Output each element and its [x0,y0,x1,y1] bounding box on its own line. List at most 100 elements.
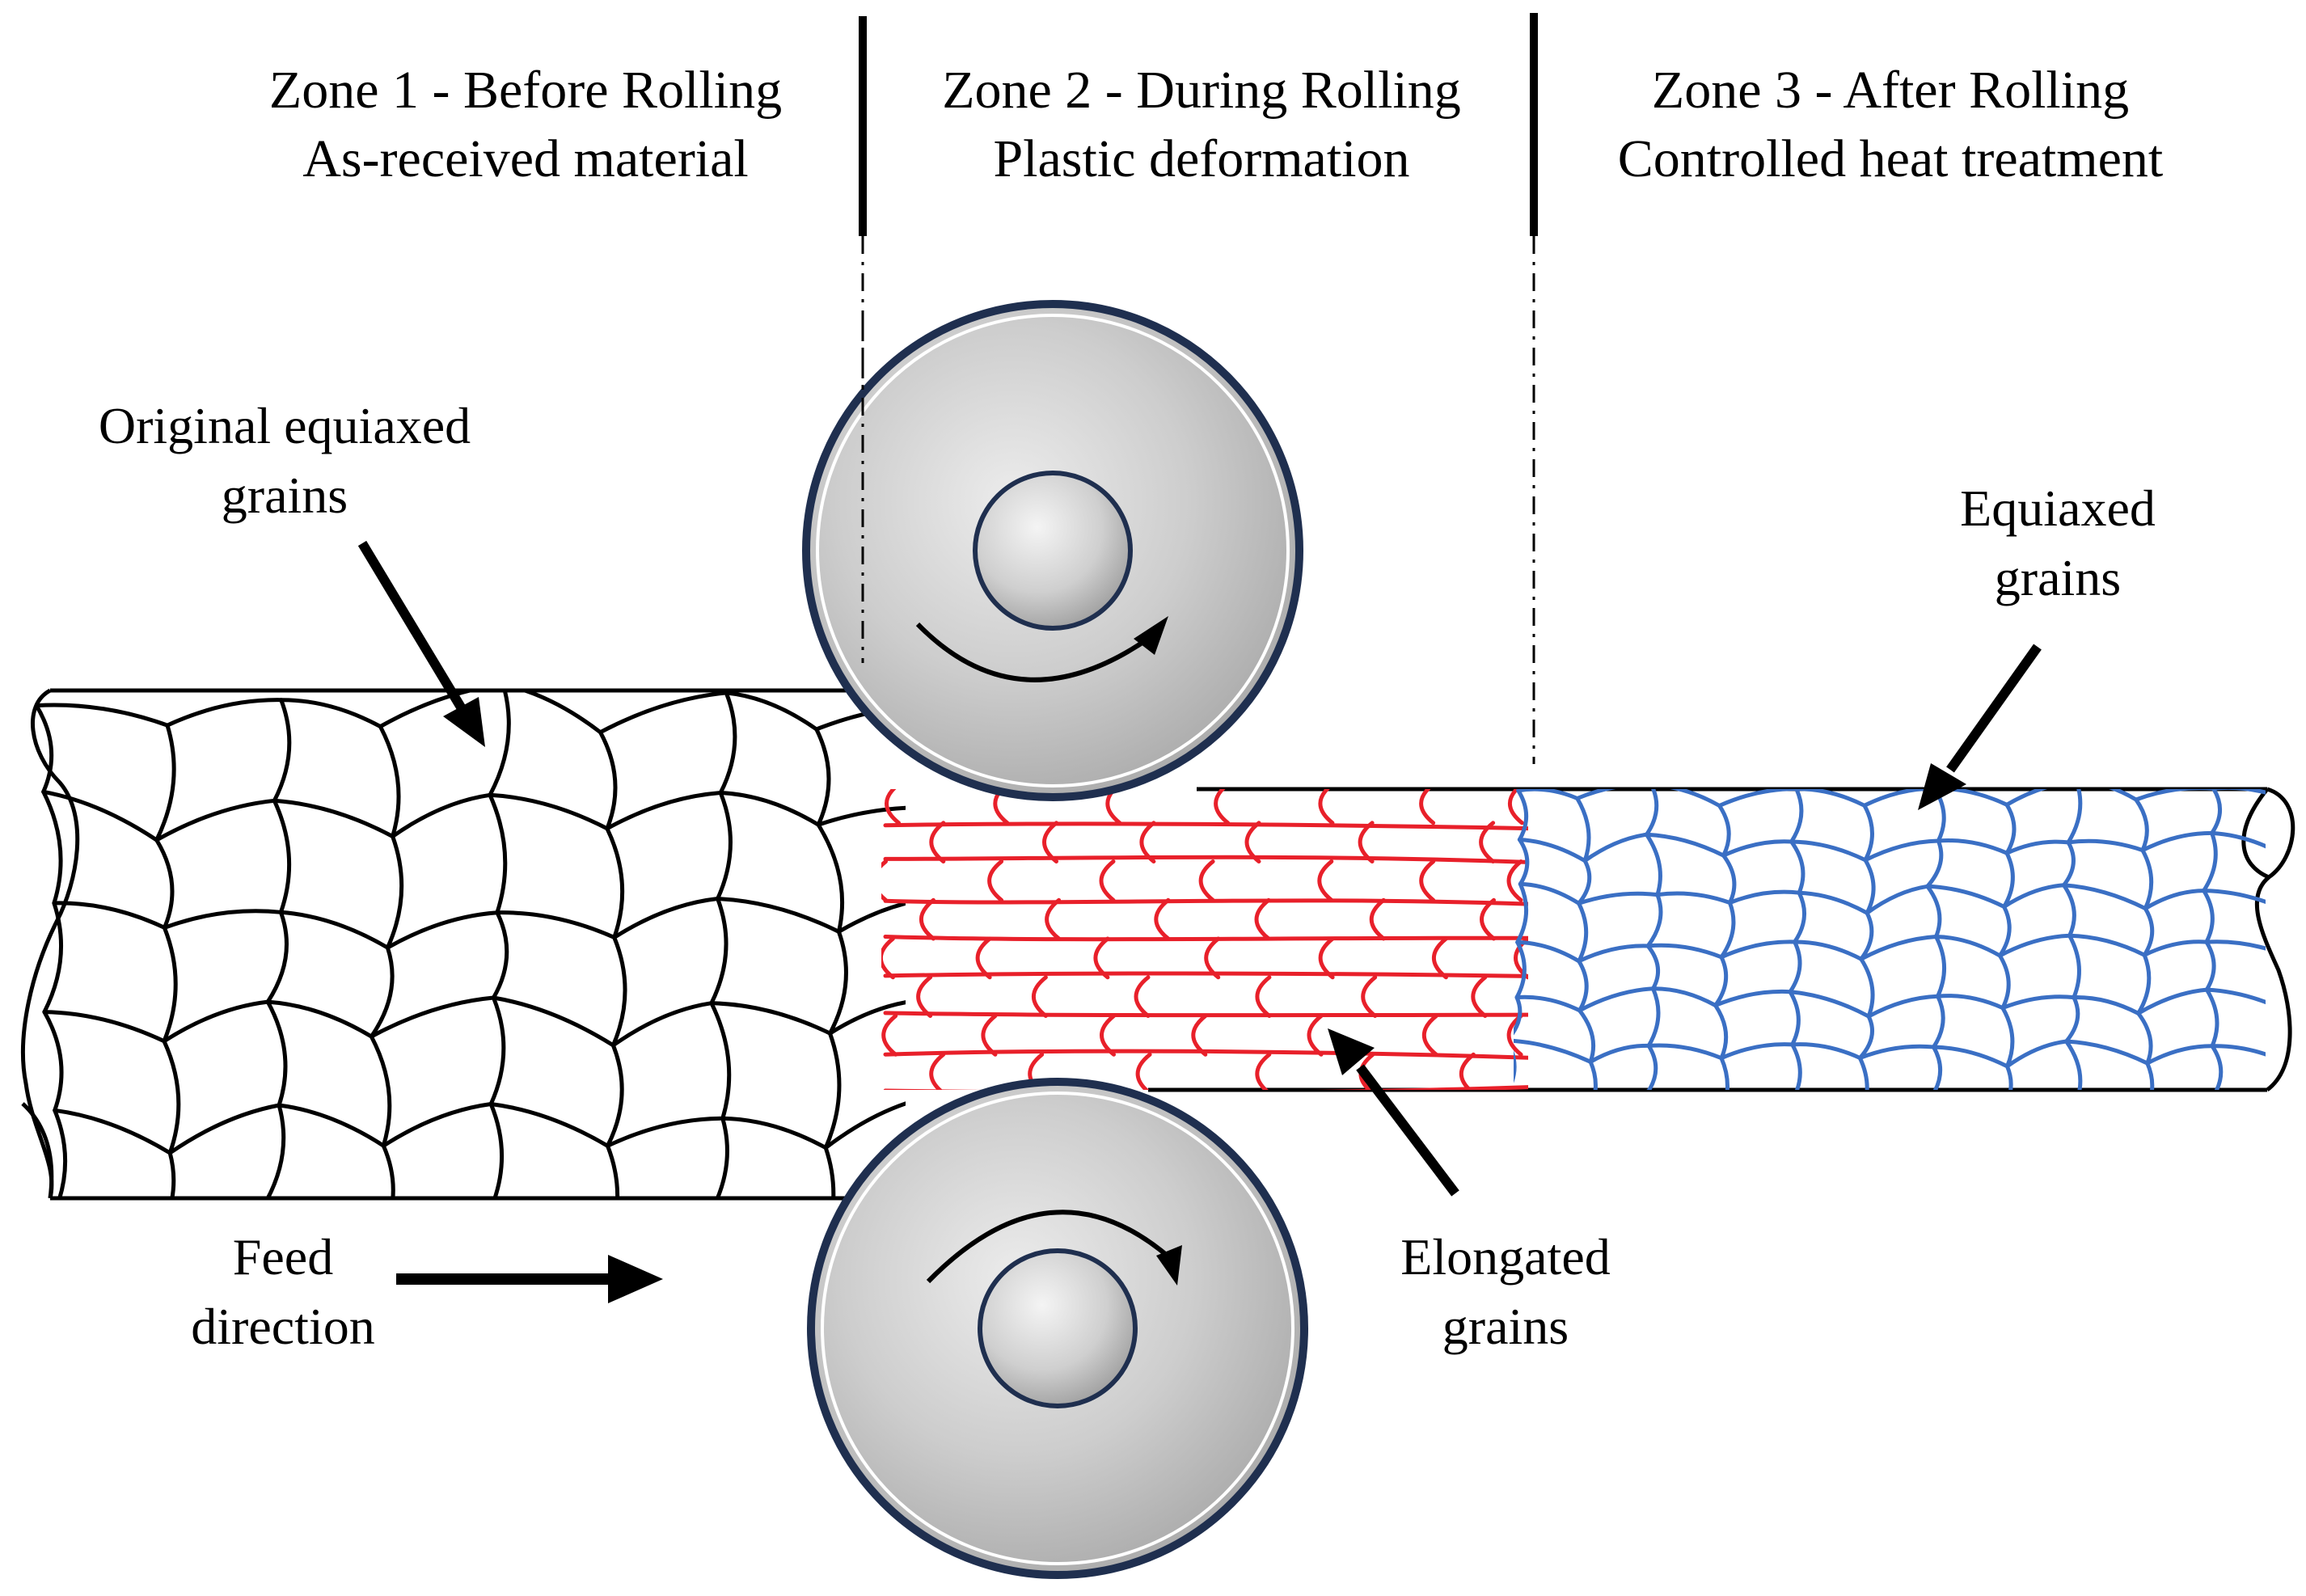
recrystallized-grain-boundary [2064,1039,2083,1090]
recrystallized-grain-boundary [2145,1044,2215,1066]
elongated-grain-boundary [1255,1052,1272,1090]
recrystallized-grain-boundary [1645,893,1663,948]
recrystallized-grain-boundary [1863,838,1941,863]
equiaxed-grains-label-line-1: Equiaxed [1960,479,2156,537]
recrystallized-grain-boundary [1857,1014,1874,1060]
original-grain-boundary [34,703,170,728]
recrystallized-grain-boundary [1516,789,1529,842]
elongated-grain-boundary [1255,975,1272,1018]
recrystallized-grain-boundary [1577,1008,1596,1064]
elongated-grain-boundary [1032,975,1048,1018]
elongated-grain-boundary [1571,1054,1583,1093]
recrystallized-grain-boundary [1713,955,1729,1007]
elongated-grain-boundary [1198,859,1215,902]
original-grain-boundary [490,1211,605,1254]
recrystallized-grain-boundary [1514,994,1582,1013]
recrystallized-grain-boundary [1789,839,1868,863]
recrystallized-grain-boundary [2109,789,2139,802]
recrystallized-grain-boundary [2067,933,2147,957]
original-grain-boundary [154,798,277,842]
recrystallized-grain-boundary [2210,830,2266,849]
original-grain-boundary [41,789,63,906]
recrystallized-grain-boundary [1717,804,1731,858]
original-grain-boundary [369,1034,392,1148]
zone-1-title: Zone 1 - Before Rolling [269,61,782,120]
recrystallized-grain-boundary [2204,939,2216,992]
recrystallized-grain-boundary [2211,789,2266,795]
recrystallized-grain-boundary [2204,987,2266,1005]
elongated-grain-boundary [1557,900,1569,939]
recrystallized-grain-boundary [1669,789,1721,808]
elongated-grain-boundary [1421,1014,1438,1057]
bottom-roll-rotation-arrow [926,1210,1171,1284]
recrystallized-grain-boundary [1866,994,1941,1019]
elongated-grain-boundary [883,1011,1528,1018]
original-grain-boundary [162,925,178,1044]
recrystallized-grain-boundary [2143,889,2207,911]
original-grain-boundary [162,999,270,1044]
recrystallized-grain-boundary [1997,933,2072,958]
recrystallized-grain-boundary [1655,891,1732,905]
elongated-grain-boundary [1191,1014,1208,1057]
recrystallized-grain-boundary [1793,939,1864,961]
elongated-grain-boundary [1459,1052,1476,1090]
elongated-grain-boundary [883,935,1528,942]
original-grain-boundary [154,723,176,842]
original-grain-boundary [369,945,395,1039]
recrystallized-grain-boundary [1514,939,1527,1000]
recrystallized-grain-boundary [1859,910,1874,961]
original-grains-pointer-head [443,697,485,747]
elongated-grain-boundary [1154,897,1171,941]
original-grain-boundary [381,1102,493,1148]
zone-3-subtitle: Controlled heat treatment [1618,129,2163,188]
recrystallized-grain-boundary [1788,939,1802,994]
original-grain-boundary [42,1010,64,1113]
elongated-grain-boundary [1100,1014,1116,1057]
elongated-grains-pointer-head [1328,1028,1375,1075]
original-grain-boundary [612,897,720,939]
original-grains-label: Original equiaxed grains [99,397,485,747]
original-grain-boundary [265,999,288,1108]
recrystallized-grain-boundary [1932,1045,1943,1090]
original-grain-boundary [517,690,602,735]
elongated-grain-boundary [1099,859,1116,902]
elongated-grain-boundary [975,936,992,980]
recrystallized-grain-boundary [1790,1042,1862,1060]
recrystallized-grain-boundary [1857,1044,1936,1060]
original-grain-boundary [488,995,506,1106]
original-grain-boundary [369,995,496,1039]
workpiece-right-end-fold [2241,787,2270,880]
recrystallized-grain-boundary [1788,990,1871,1019]
recrystallized-grain-boundary [1859,956,1875,1019]
original-grain-boundary [606,1043,624,1148]
recrystallized-grain-boundary [1794,789,1867,808]
original-grain-boundary [381,1143,395,1200]
original-grain-boundary [716,791,733,901]
recrystallized-grain-boundary [2134,789,2215,802]
equiaxed-grains-pointer-head [1918,763,1966,810]
elongated-grain-boundary [883,971,1528,978]
bottom-roll [807,1078,1308,1579]
recrystallized-grain-boundary [1515,881,1529,944]
original-grain-boundary [814,727,831,827]
elongated-grain-boundary [1361,975,1378,1018]
elongated-grains-pointer [1356,1064,1459,1197]
elongated-grain-boundary [1506,859,1523,902]
elongated-grain-boundary [883,855,1528,864]
recrystallized-grain-boundary [1999,1099,2077,1117]
elongated-grain-boundary [1508,789,1524,825]
original-grain-boundary [265,999,374,1039]
recrystallized-grain-boundary [2140,830,2215,853]
elongated-grain-boundary [1419,789,1436,825]
recrystallized-grain-boundary [1514,1050,1517,1083]
recrystallized-grain-boundary [1721,853,1737,905]
recrystallized-grain-boundary [1577,944,1650,964]
recrystallized-grain-boundary [1862,803,1874,863]
recrystallized-grain-boundary [2062,883,2076,938]
bottom-roll-rim-highlight [821,1091,1294,1565]
recrystallized-grain-boundary [2140,848,2154,911]
recrystallized-grain-boundary [2136,1011,2153,1066]
original-grain-boundary [709,1001,732,1121]
elongated-grain-boundary [993,789,1010,825]
original-grain-boundary [488,792,508,915]
